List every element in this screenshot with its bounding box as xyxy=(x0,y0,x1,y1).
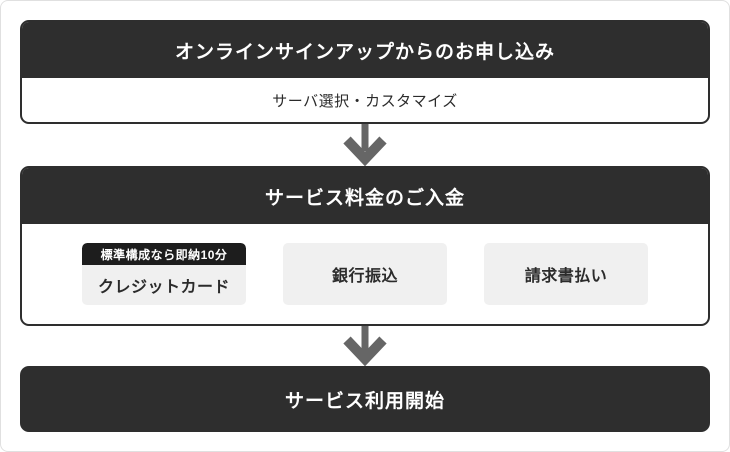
bank-transfer-label: 銀行振込 xyxy=(331,268,398,285)
step-payment-box: サービス料金のご入金 標準構成なら即納10分 クレジットカード 銀行振込 請求書… xyxy=(20,166,710,326)
server-selection-label: サーバ選択・カスタマイズ xyxy=(272,92,458,110)
flow-connector-2 xyxy=(20,326,710,366)
invoice-payment-label: 請求書払い xyxy=(524,268,608,285)
credit-card-label: クレジットカード xyxy=(97,279,230,296)
step-online-signup-box: オンラインサインアップからのお申し込み サーバ選択・カスタマイズ xyxy=(20,20,710,124)
payment-option-bank-transfer: 銀行振込 xyxy=(283,243,447,305)
down-arrow-icon xyxy=(343,124,387,166)
instant-delivery-badge: 標準構成なら即納10分 xyxy=(82,243,246,265)
step-service-start-box: サービス利用開始 xyxy=(20,366,710,432)
flow-connector-1 xyxy=(20,124,710,166)
step-online-signup-title: オンラインサインアップからのお申し込み xyxy=(22,22,708,78)
payment-options-row: 標準構成なら即納10分 クレジットカード 銀行振込 請求書払い xyxy=(22,224,708,324)
payment-option-invoice: 請求書払い xyxy=(484,243,648,305)
payment-option-credit-card: 標準構成なら即納10分 クレジットカード xyxy=(82,243,246,305)
down-arrow-icon xyxy=(343,326,387,366)
step-payment-title: サービス料金のご入金 xyxy=(22,168,708,224)
step-service-start-title: サービス利用開始 xyxy=(284,390,445,412)
